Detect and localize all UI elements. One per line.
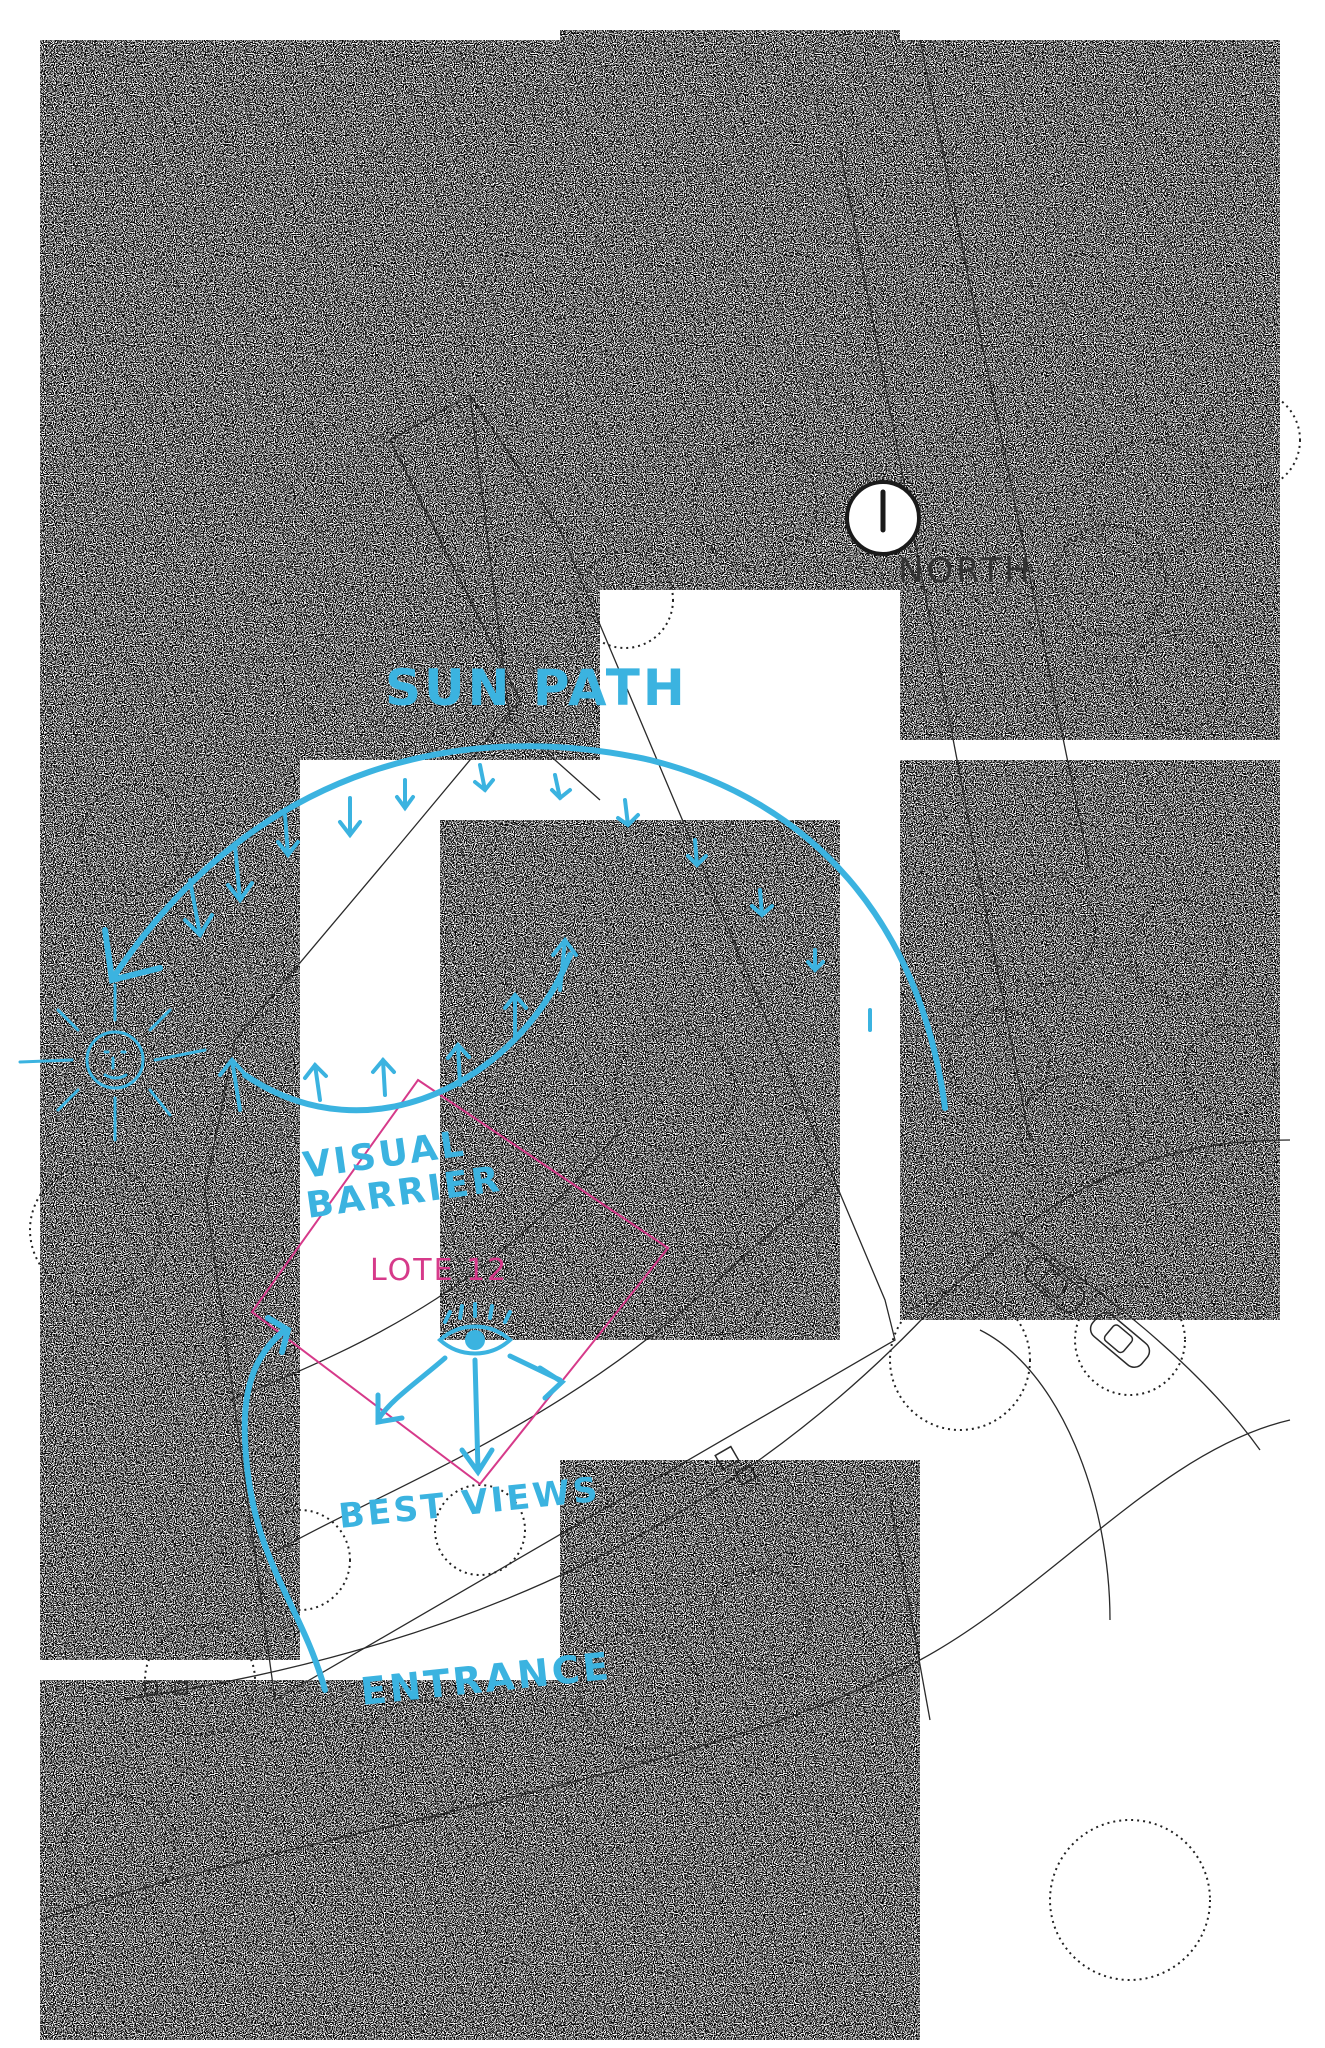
tree [692,442,818,568]
sun-path-arc [112,743,948,1111]
tree [1054,524,1166,636]
lot-12-outline [250,1078,670,1486]
tree [949,1009,1051,1111]
sun-path-label: SUN PATH [385,659,688,717]
sun-path-arrowhead [102,927,163,984]
entrance-arrow [241,1315,328,1693]
sun-face-icon [18,983,207,1142]
car-icon [1024,1257,1086,1313]
road-edge [919,39,1091,871]
tree [144,1624,256,1736]
tree [1129,629,1231,731]
lot-division-line [259,1179,831,1561]
car-icon [1089,1312,1151,1368]
tree [1184,1024,1276,1116]
road-edge [839,149,1031,1141]
sun-path-return-arc [242,952,573,1114]
house-footprint [144,1445,758,1695]
vegetation-stipple [40,30,1280,2040]
tree [1019,1074,1131,1186]
tree [29,1164,161,1296]
road-edge [889,1499,931,1721]
tree [1129,899,1231,1001]
road-edge [119,1139,1291,1701]
tree [1199,389,1301,491]
tree [79,784,191,896]
site-linework [39,39,1291,1921]
lot-label: LOTE 12 [370,1253,508,1288]
tree [984,874,1096,986]
north-compass-icon [845,480,921,556]
north-label: NORTH [898,551,1033,591]
road-edge [39,1419,1291,1921]
tree [1074,1284,1186,1396]
lot-division-line [469,394,601,801]
tree [889,1289,1031,1431]
tree [64,1794,176,1906]
driveway [1009,1229,1261,1451]
lot-division-line [389,439,521,701]
driveway [979,1329,1111,1621]
tree [1049,1819,1211,1981]
best-views-arrows [375,1353,567,1477]
tree [614,1029,736,1151]
tree [1089,439,1211,561]
tree [579,1629,701,1751]
lot-division-line [229,1129,621,1401]
parked-cars [1024,1257,1151,1368]
lot-boundary-outer [204,394,896,1702]
tree [249,1509,351,1611]
sun-path-annotation [102,743,948,1114]
tree [359,1699,481,1821]
tree [674,1244,766,1336]
tree [709,1569,811,1671]
tree [576,551,674,649]
eye-icon [437,1302,513,1356]
